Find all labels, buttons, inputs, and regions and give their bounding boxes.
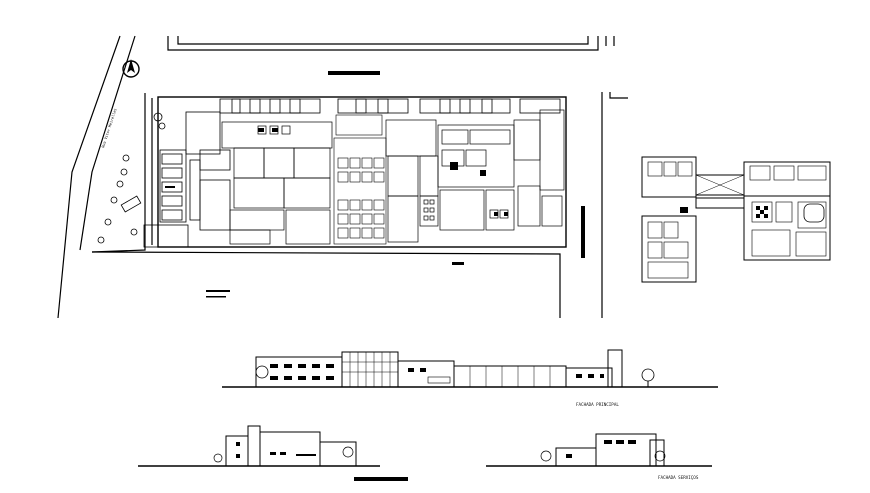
elevation-main-caption: FACHADA PRINCIPAL bbox=[576, 402, 619, 407]
elevation-service bbox=[486, 433, 712, 467]
scale-bar-bottom bbox=[354, 477, 408, 481]
elevation-service-caption: FACHADA SERVIÇOS bbox=[658, 475, 699, 480]
site-plan bbox=[120, 96, 567, 298]
street-label: Rua Vitor Meirelles bbox=[101, 108, 118, 148]
scale-bar-right bbox=[581, 206, 585, 258]
elevation-side bbox=[138, 425, 380, 467]
north-arrow-icon bbox=[122, 59, 140, 78]
scale-bar-top bbox=[328, 71, 380, 75]
elevation-main bbox=[222, 349, 718, 388]
annex-plan bbox=[641, 156, 831, 283]
trees bbox=[97, 112, 166, 244]
street-lines bbox=[57, 35, 628, 319]
